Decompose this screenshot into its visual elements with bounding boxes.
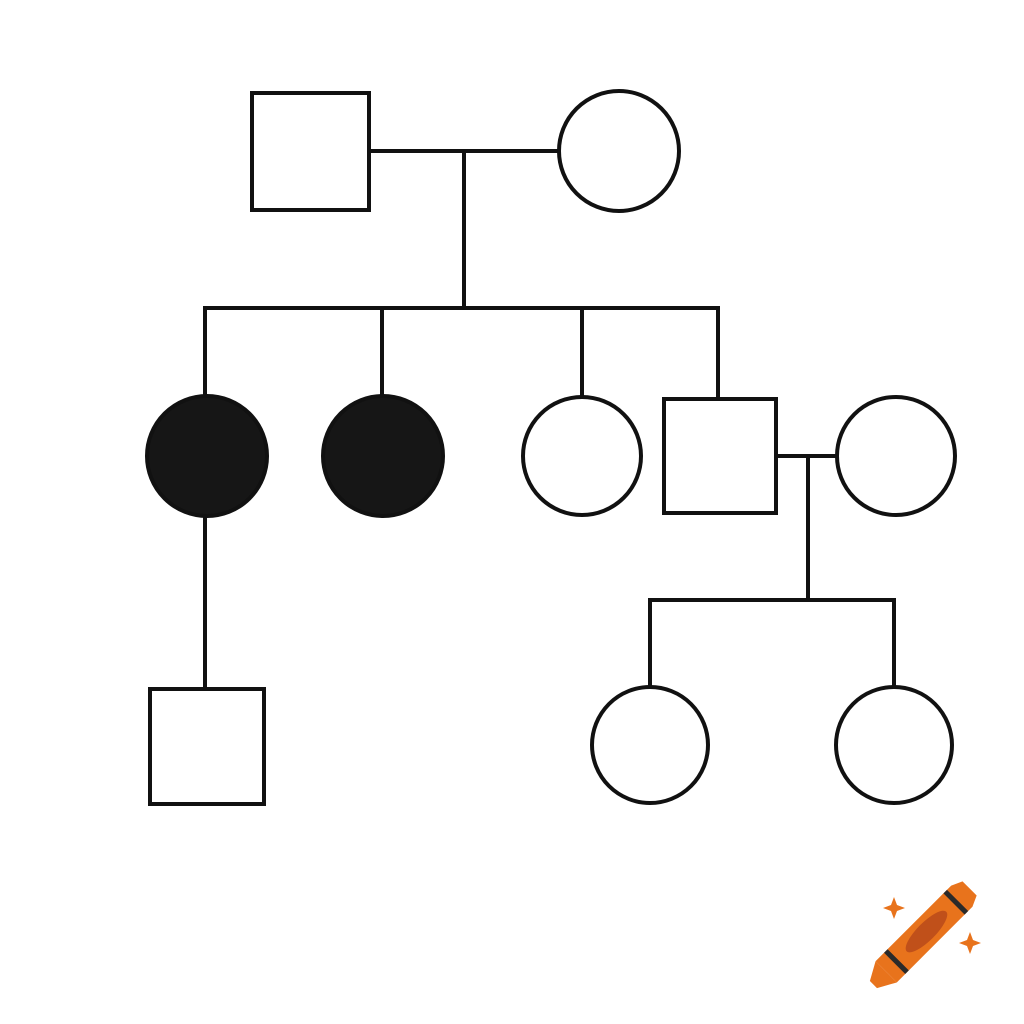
female-symbol-g2-son-spouse — [835, 395, 957, 517]
male-symbol-g1-father — [250, 91, 371, 212]
male-symbol-g2-son — [662, 397, 778, 515]
crayon-icon — [869, 881, 981, 989]
female-symbol-g2-daughter-2-affected — [321, 394, 445, 518]
female-symbol-g2-daughter-1-affected — [145, 394, 269, 518]
crayon-band — [884, 949, 909, 974]
crayon-band — [943, 889, 969, 915]
female-symbol-g3-daughter-2 — [834, 685, 954, 805]
female-symbol-g1-mother — [557, 89, 681, 213]
male-symbol-g3-son — [148, 687, 266, 806]
crayon-label — [905, 910, 948, 953]
female-symbol-g3-daughter-1 — [590, 685, 710, 805]
female-symbol-g2-daughter-3 — [521, 395, 643, 517]
sparkle-icon — [883, 897, 905, 919]
sparkle-icon — [959, 932, 981, 954]
crayon-tip — [869, 961, 897, 989]
